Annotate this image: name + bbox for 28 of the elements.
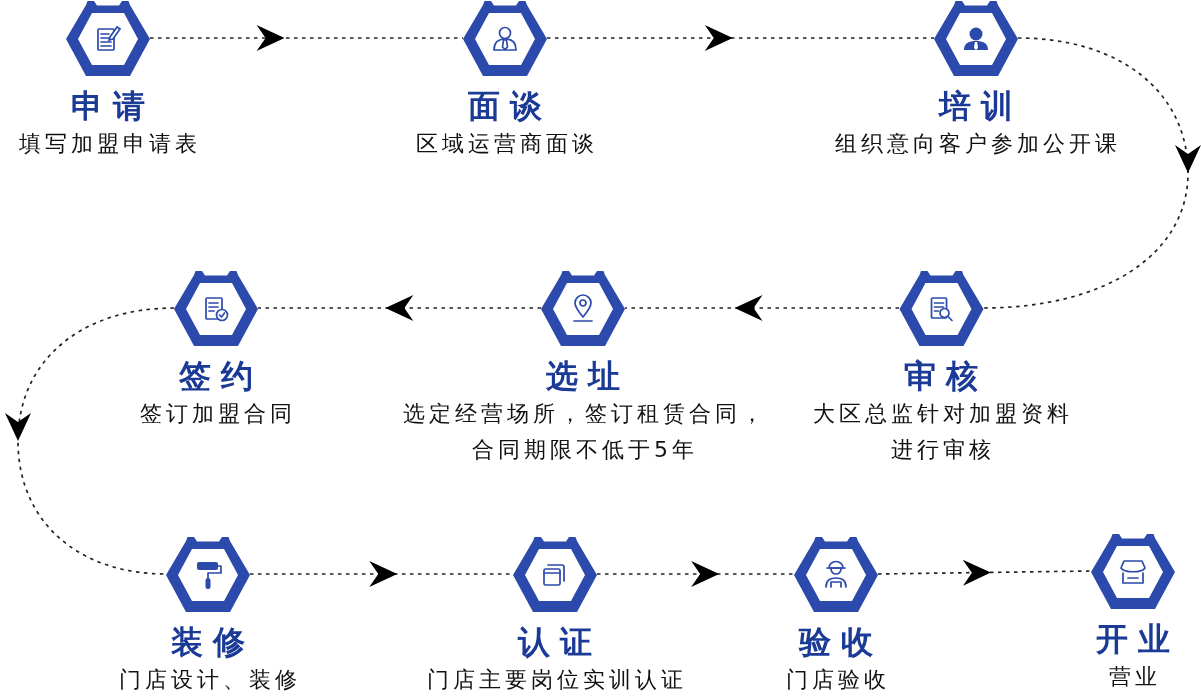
dotted-arrow	[5, 307, 175, 575]
dotted-arrow	[257, 295, 542, 321]
dotted-arrow	[149, 25, 464, 51]
step-title: 签约	[178, 356, 263, 396]
step-description: 营业	[1108, 663, 1161, 691]
step-description: 签订加盟合同	[139, 400, 296, 428]
step-description: 门店主要岗位实训认证	[426, 666, 687, 694]
dotted-arrow	[877, 559, 1092, 586]
step-title: 装修	[170, 622, 255, 662]
step-description: 选定经营场所，签订租赁合同，合同期限不低于5年	[402, 400, 768, 464]
dotted-arrow	[596, 561, 795, 587]
step-description: 门店验收	[785, 666, 890, 694]
step-title: 申请	[70, 86, 155, 126]
dotted-arrow	[546, 25, 935, 51]
dotted-arrow	[624, 295, 900, 321]
step-description: 门店设计、装修	[118, 666, 301, 694]
step-description: 填写加盟申请表	[18, 130, 201, 158]
step-title: 选址	[545, 356, 630, 396]
step-title: 培训	[937, 86, 1023, 126]
step-title: 验收	[797, 622, 883, 662]
dotted-arrow	[982, 37, 1201, 309]
step-title: 面谈	[467, 86, 552, 126]
step-title: 审核	[903, 356, 988, 396]
step-description: 组织意向客户参加公开课	[834, 130, 1121, 158]
step-title: 开业	[1095, 619, 1180, 659]
step-description: 大区总监针对加盟资料进行审核	[812, 400, 1074, 464]
step-description: 区域运营商面谈	[415, 130, 598, 158]
step-title: 认证	[516, 622, 602, 662]
